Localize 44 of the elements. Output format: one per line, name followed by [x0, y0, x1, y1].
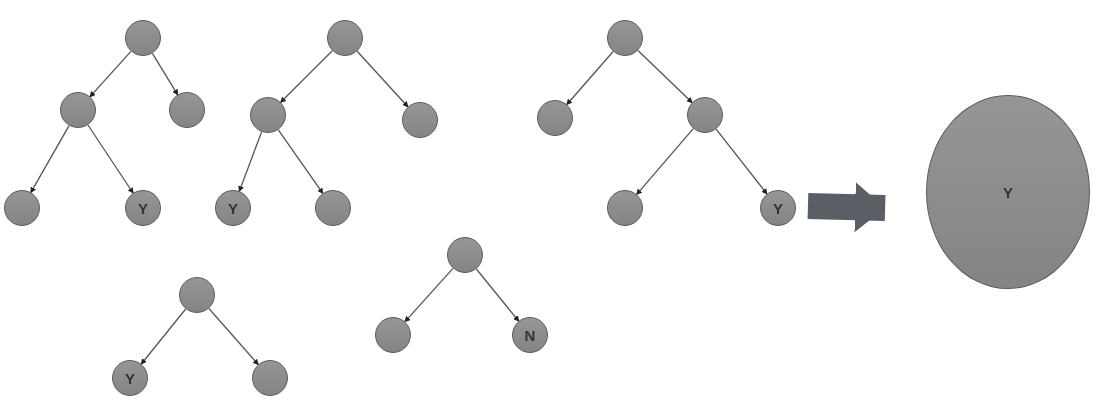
tree-node-circle	[179, 277, 215, 313]
node-label: N	[524, 327, 536, 343]
tree-node-circle	[327, 20, 363, 56]
arrow	[404, 267, 454, 323]
arrow	[238, 131, 263, 193]
tree-node-circle	[512, 317, 548, 353]
arrow	[30, 124, 70, 194]
node-label: Y	[1003, 184, 1013, 200]
arrow	[715, 128, 768, 195]
tree-node-circle	[112, 360, 148, 396]
tree-node-circle	[315, 190, 351, 226]
tree-node-circle	[169, 92, 205, 128]
arrow	[277, 129, 324, 195]
tree-node-circle	[760, 190, 796, 226]
tree-node-circle	[607, 190, 643, 226]
arrow	[151, 52, 179, 96]
tree-node-circle	[537, 100, 573, 136]
arrow	[208, 307, 259, 366]
tree-node-circle	[252, 360, 288, 396]
tree-node-circle	[125, 190, 161, 226]
arrow	[89, 50, 132, 98]
arrow	[356, 50, 409, 108]
tree-node-circle	[687, 97, 723, 133]
arrow	[87, 124, 134, 194]
tree-node-circle	[60, 92, 96, 128]
tree-node-circle	[4, 190, 40, 226]
arrow	[637, 49, 693, 104]
arrow	[636, 128, 694, 196]
arrow	[280, 50, 333, 103]
arrow	[475, 268, 520, 322]
tree-node-circle	[250, 97, 286, 133]
tree-node-circle	[607, 20, 643, 56]
tree-node-circle	[447, 237, 483, 273]
node-label: Y	[228, 200, 238, 216]
tree-node-circle	[125, 20, 161, 56]
tree-node-circle	[375, 317, 411, 353]
node-label: Y	[138, 200, 148, 216]
node-label: Y	[773, 200, 783, 216]
tree-node-circle	[402, 102, 438, 138]
node-label: Y	[125, 370, 135, 386]
arrow	[566, 50, 614, 106]
block-arrow	[807, 182, 886, 233]
arrow	[140, 308, 187, 365]
tree-node-circle	[215, 190, 251, 226]
